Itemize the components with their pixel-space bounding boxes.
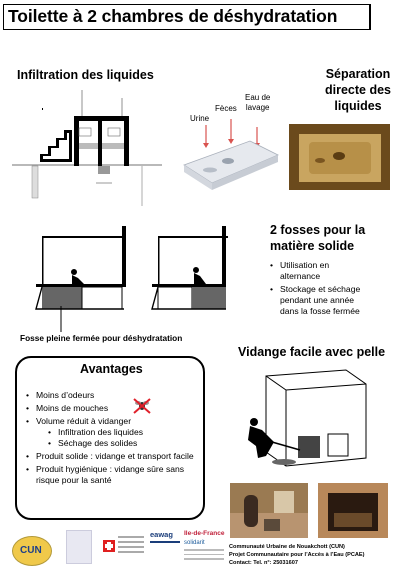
partner-logo-1 <box>66 530 92 564</box>
fosses-heading: 2 fosses pour la matière solide <box>270 223 366 253</box>
page-title: Toilette à 2 chambres de déshydratation <box>8 6 338 26</box>
no-flies-icon <box>133 398 151 414</box>
iledefrance-logo: Ile-de-France <box>184 530 225 537</box>
avantages-list: Moins d’odeurs Moins de mouches Volume r… <box>26 390 202 486</box>
swiss-text-logo <box>118 536 144 558</box>
infiltration-heading: Infiltration des liquides <box>17 68 154 82</box>
list-item: Volume réduit à vidanger <box>26 416 202 427</box>
vidange-drawing <box>248 369 367 467</box>
cun-logo: CUN <box>12 536 52 566</box>
vidange-heading: Vidange facile avec pelle <box>238 345 386 359</box>
separation-seat-drawing <box>183 119 279 190</box>
title-box <box>3 4 371 30</box>
list-item: Moins de mouches <box>26 403 202 414</box>
avantages-heading: Avantages <box>80 362 143 376</box>
list-item: Séchage des solides <box>48 438 202 449</box>
swiss-logo <box>103 540 115 552</box>
list-item: Infiltration des liquides <box>48 427 202 438</box>
partner-text-block <box>184 549 224 563</box>
fosse-caption: Fosse pleine fermée pour déshydratation <box>20 333 183 343</box>
list-item: Moins d’odeurs <box>26 390 202 401</box>
two-chamber-drawings <box>35 226 228 310</box>
vidange-photo-right <box>318 483 388 538</box>
separation-photo <box>289 124 390 190</box>
vidange-photo-left <box>230 483 308 538</box>
list-item: Produit solide : vidange et transport fa… <box>26 451 202 462</box>
eawag-logo: eawag <box>150 530 173 539</box>
avantages-box <box>15 356 205 520</box>
urine-label: Urine <box>190 114 210 123</box>
feces-label: Fèces <box>215 104 237 113</box>
eawag-underline <box>150 541 180 543</box>
list-item: Produit hygiénique : vidange sûre sans r… <box>26 464 202 486</box>
separation-heading: Séparation directe des liquides <box>324 67 391 113</box>
footer-contact: Communauté Urbaine de Nouakchott (CUN) P… <box>229 544 365 566</box>
caption-pointer-line <box>60 306 62 332</box>
solidarit-logo: solidarit <box>184 540 205 546</box>
cross-section-drawing <box>12 90 162 206</box>
